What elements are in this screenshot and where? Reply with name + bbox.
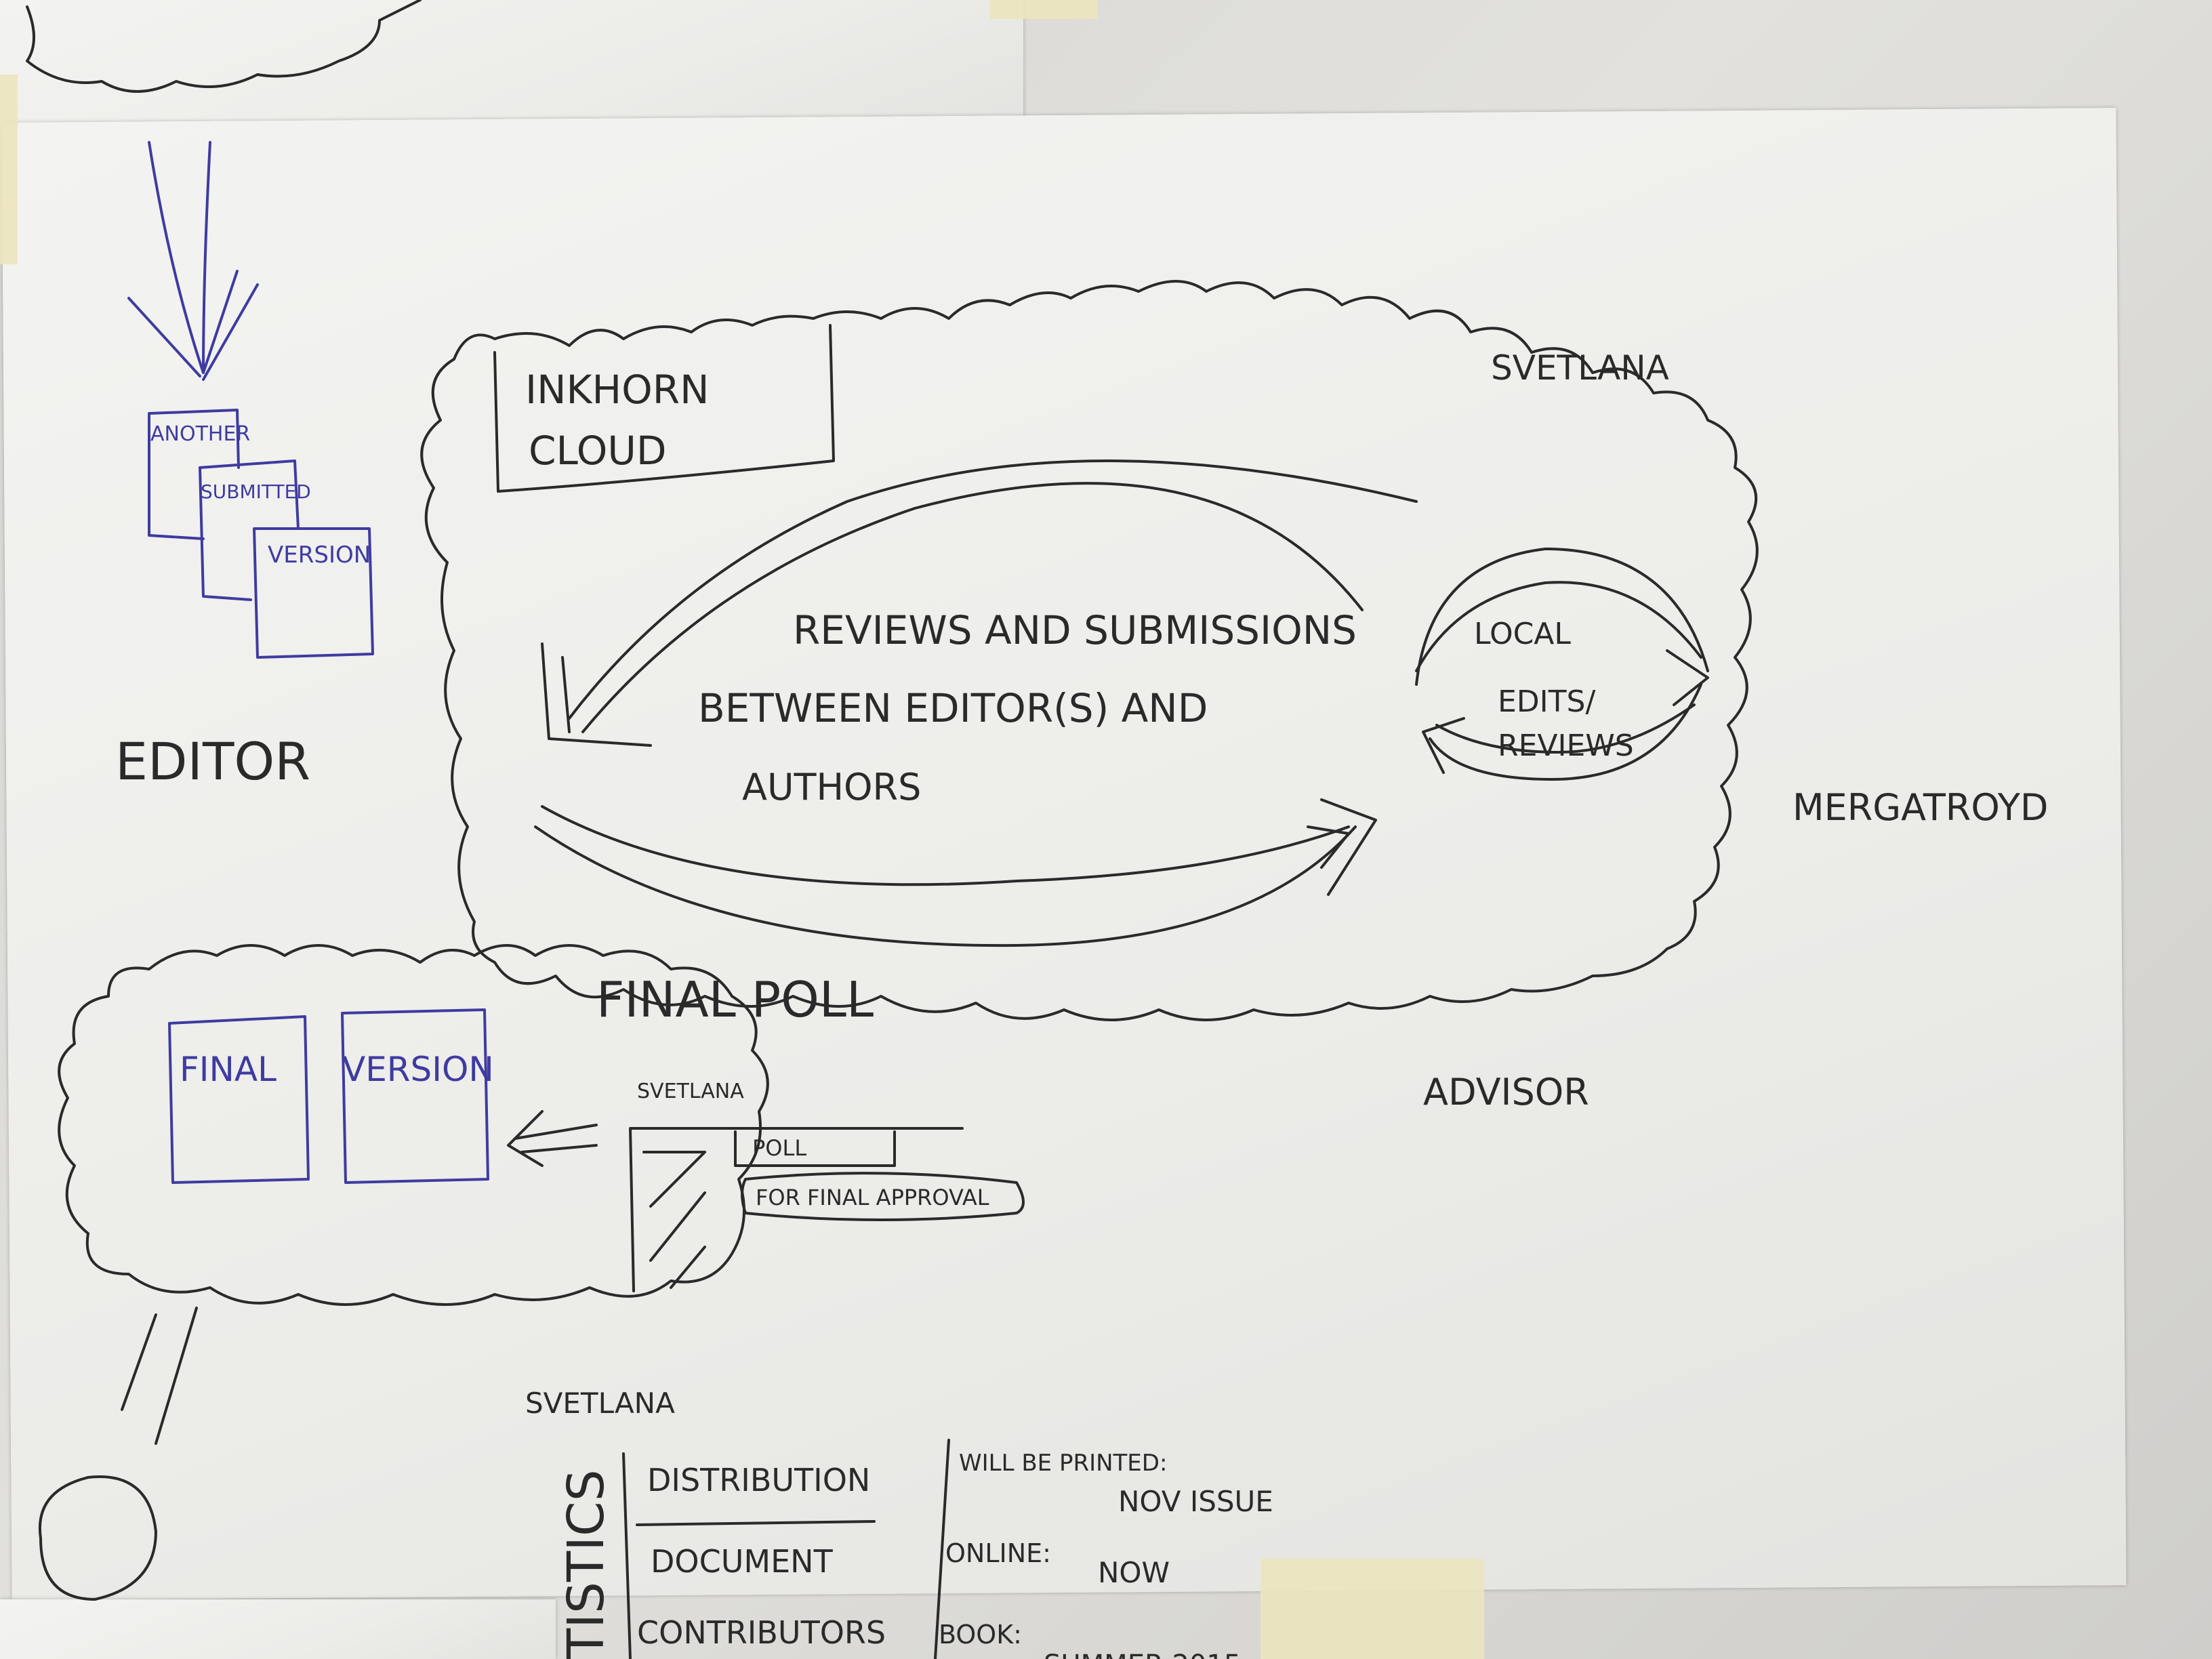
- upper-arc-arrow-inner: [581, 482, 1364, 733]
- final-poll-label: FINAL POLL: [596, 971, 874, 1028]
- svetlana-small-label: SVETLANA: [637, 1080, 744, 1103]
- local-cycle-lower: [1429, 683, 1702, 781]
- advisor-label: ADVISOR: [1423, 1071, 1589, 1113]
- document-label: DOCUMENT: [651, 1543, 834, 1580]
- lower-arc-arrow-2: [534, 825, 1357, 947]
- local-cycle-upper: [1415, 548, 1709, 686]
- circle-mark: [38, 1475, 157, 1601]
- equal-marks: [121, 1307, 198, 1445]
- labels-layer: INKHORN CLOUD REVIEWS AND SUBMISSIONS BE…: [115, 348, 2048, 1659]
- another-label: ANOTHER: [150, 422, 250, 446]
- now-label: NOW: [1098, 1556, 1170, 1589]
- poll-screen-hatch: [642, 1151, 706, 1289]
- editor-label: EDITOR: [115, 731, 310, 792]
- version-label: VERSION: [342, 1050, 494, 1089]
- final-label: FINAL: [180, 1050, 276, 1089]
- version-small-box: [253, 527, 374, 659]
- reviews-label-line2: BETWEEN EDITOR(S) AND: [698, 685, 1208, 731]
- inkhorn-box: [493, 324, 835, 493]
- version-small-label: VERSION: [268, 541, 371, 569]
- distribution-label: DISTRIBUTION: [647, 1462, 870, 1498]
- tape-bottom-right: [1261, 1559, 1484, 1659]
- lower-arc-arrow: [541, 805, 1350, 886]
- lower-arrowhead: [1307, 798, 1377, 896]
- poll-label: POLL: [752, 1135, 806, 1161]
- svetlana-bottom-label: SVETLANA: [525, 1387, 675, 1420]
- top-paper-sheet: [0, 0, 1023, 136]
- local-label-line3: REVIEWS: [1498, 729, 1634, 763]
- local-label-line2: EDITS/: [1498, 684, 1595, 719]
- final-box: [168, 1015, 310, 1184]
- mergatroyd-label: MERGATROYD: [1793, 786, 2048, 829]
- reviews-label-line1: REVIEWS AND SUBMISSIONS: [793, 607, 1357, 653]
- poll-left-arrow: [507, 1110, 598, 1167]
- stats-table-lines: [622, 1439, 950, 1659]
- nov-issue-label: NOV ISSUE: [1118, 1485, 1273, 1518]
- tape-left: [0, 75, 18, 264]
- down-arrows: [127, 141, 259, 381]
- local-label-line1: LOCAL: [1474, 617, 1571, 651]
- local-arrowhead-left: [1422, 717, 1465, 774]
- upper-arrowhead: [541, 642, 652, 747]
- local-cycle-lower-2: [1435, 703, 1696, 754]
- final-poll-cloud-outline: [58, 944, 769, 1306]
- another-box: [148, 409, 240, 540]
- summer-label: SUMMER 2015: [1044, 1650, 1241, 1659]
- svetlana-top-label: SVETLANA: [1491, 348, 1669, 388]
- bottom-paper-sheet: [0, 1599, 556, 1659]
- tape-top: [989, 0, 1098, 19]
- poll-screen-box: [629, 1127, 964, 1292]
- version-box: [341, 1008, 489, 1184]
- book-label: BOOK:: [939, 1620, 1022, 1650]
- reviews-label-line3: AUTHORS: [742, 766, 921, 808]
- local-arrowhead-right: [1666, 649, 1709, 706]
- top-cloud-outline: [26, 0, 422, 93]
- approval-oval: [741, 1172, 1025, 1221]
- local-cycle-upper-2: [1415, 581, 1702, 672]
- inkhorn-cloud-outline: [420, 280, 1759, 1021]
- contributors-label: CONTRIBUTORS: [637, 1614, 886, 1651]
- will-be-printed-label: WILL BE PRINTED:: [959, 1450, 1167, 1477]
- upper-arc-arrow: [568, 459, 1418, 720]
- submitted-box: [199, 459, 300, 601]
- approval-label: FOR FINAL APPROVAL: [756, 1185, 989, 1210]
- poll-button: [734, 1130, 896, 1167]
- stats-side-label: TISTICS: [557, 1469, 615, 1659]
- submitted-label: SUBMITTED: [201, 480, 311, 503]
- inkhorn-label-line1: INKHORN: [525, 367, 709, 413]
- inkhorn-label-line2: CLOUD: [529, 428, 667, 474]
- online-label: ONLINE:: [945, 1538, 1051, 1568]
